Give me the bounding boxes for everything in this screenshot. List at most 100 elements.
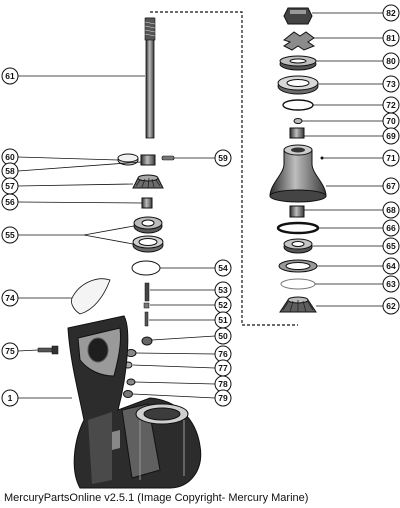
callout-81: 81 <box>382 29 400 47</box>
callout-circle <box>382 52 400 70</box>
fitting-79-part <box>123 390 133 398</box>
callout-79: 79 <box>214 389 232 407</box>
callout-circle <box>1 389 19 407</box>
callout-number: 57 <box>5 181 15 191</box>
callout-circle <box>214 149 232 167</box>
callout-number: 79 <box>218 393 228 403</box>
callout-54: 54 <box>214 259 232 277</box>
callout-number: 66 <box>386 223 396 233</box>
callout-68: 68 <box>382 201 400 219</box>
callout-circle <box>382 219 400 237</box>
gasket-part <box>71 278 111 315</box>
callout-circle <box>382 297 400 315</box>
bearing-retainer-part <box>277 75 319 95</box>
callout-56: 56 <box>1 193 19 211</box>
callout-circle <box>382 237 400 255</box>
bearing-cup-part <box>132 235 164 253</box>
tapered-bearing-part <box>133 216 163 234</box>
gear-housing-part <box>67 315 202 489</box>
o-ring-66-part <box>276 221 320 235</box>
callout-number: 77 <box>218 363 228 373</box>
callout-59: 59 <box>214 149 232 167</box>
callout-number: 81 <box>386 33 396 43</box>
callout-70: 70 <box>382 112 400 130</box>
callout-80: 80 <box>382 52 400 70</box>
callout-circle <box>1 289 19 307</box>
callout-57: 57 <box>1 177 19 195</box>
callout-number: 76 <box>218 349 228 359</box>
callout-number: 53 <box>218 285 228 295</box>
callout-number: 80 <box>386 56 396 66</box>
assembly-dashed-line <box>150 11 298 326</box>
callout-66: 66 <box>382 219 400 237</box>
callout-75: 75 <box>1 342 19 360</box>
callout-71: 71 <box>382 149 400 167</box>
callout-number: 75 <box>5 346 15 356</box>
o-ring-part <box>131 260 161 276</box>
callout-number: 73 <box>386 79 396 89</box>
small-ring-part <box>293 118 303 124</box>
callout-labels: 6160585756555954745352515075176777879828… <box>1 4 400 407</box>
callout-number: 67 <box>386 181 396 191</box>
callout-65: 65 <box>382 237 400 255</box>
propeller-nut-part <box>283 7 313 25</box>
callout-number: 78 <box>218 379 228 389</box>
drive-shaft-part <box>144 17 156 139</box>
callout-circle <box>382 149 400 167</box>
callout-circle <box>382 75 400 93</box>
callout-number: 68 <box>386 205 396 215</box>
needle-bearing-68-part <box>289 205 305 218</box>
bolt-part <box>37 345 59 355</box>
retaining-ring-part <box>282 99 314 111</box>
callout-circle <box>382 257 400 275</box>
callout-number: 69 <box>386 131 396 141</box>
callout-number: 51 <box>218 315 228 325</box>
callout-number: 64 <box>386 261 396 271</box>
callout-number: 71 <box>386 153 396 163</box>
callout-leaders <box>17 12 383 399</box>
callout-number: 63 <box>386 279 396 289</box>
callout-number: 65 <box>386 241 396 251</box>
callout-circle <box>382 275 400 293</box>
ball-part <box>320 156 324 160</box>
copyright-caption: MercuryPartsOnline v2.5.1 (Image Copyrig… <box>4 492 309 504</box>
callout-77: 77 <box>214 359 232 377</box>
callout-55: 55 <box>1 226 19 244</box>
callout-number: 50 <box>218 331 228 341</box>
callout-73: 73 <box>382 75 400 93</box>
tab-washer-part <box>282 31 316 51</box>
callout-number: 62 <box>386 301 396 311</box>
callout-51: 51 <box>214 311 232 329</box>
callout-number: 56 <box>5 197 15 207</box>
callout-53: 53 <box>214 281 232 299</box>
callout-number: 1 <box>8 393 13 403</box>
callout-number: 52 <box>218 300 228 310</box>
callout-number: 58 <box>5 166 15 176</box>
callout-1: 1 <box>1 389 19 407</box>
callout-circle <box>382 29 400 47</box>
callout-number: 72 <box>386 100 396 110</box>
callout-number: 59 <box>218 153 228 163</box>
pin-part <box>161 155 175 161</box>
thrust-washer-part <box>278 259 318 273</box>
fitting-78-part <box>126 378 136 386</box>
callout-61: 61 <box>1 67 19 85</box>
callout-number: 70 <box>386 116 396 126</box>
callout-69: 69 <box>382 127 400 145</box>
screw-part <box>144 311 149 327</box>
callout-74: 74 <box>1 289 19 307</box>
small-nut-part <box>141 336 153 346</box>
pinion-gear-part <box>132 174 164 189</box>
roller-bearing-part <box>289 127 305 139</box>
callout-circle <box>214 259 232 277</box>
callout-circle <box>382 177 400 195</box>
callout-62: 62 <box>382 297 400 315</box>
washer-part <box>143 302 150 309</box>
stud-part <box>144 282 150 302</box>
callout-number: 82 <box>386 8 396 18</box>
callout-circle <box>214 327 232 345</box>
callout-76: 76 <box>214 345 232 363</box>
pinion-nut-part <box>141 197 153 209</box>
callout-50: 50 <box>214 327 232 345</box>
